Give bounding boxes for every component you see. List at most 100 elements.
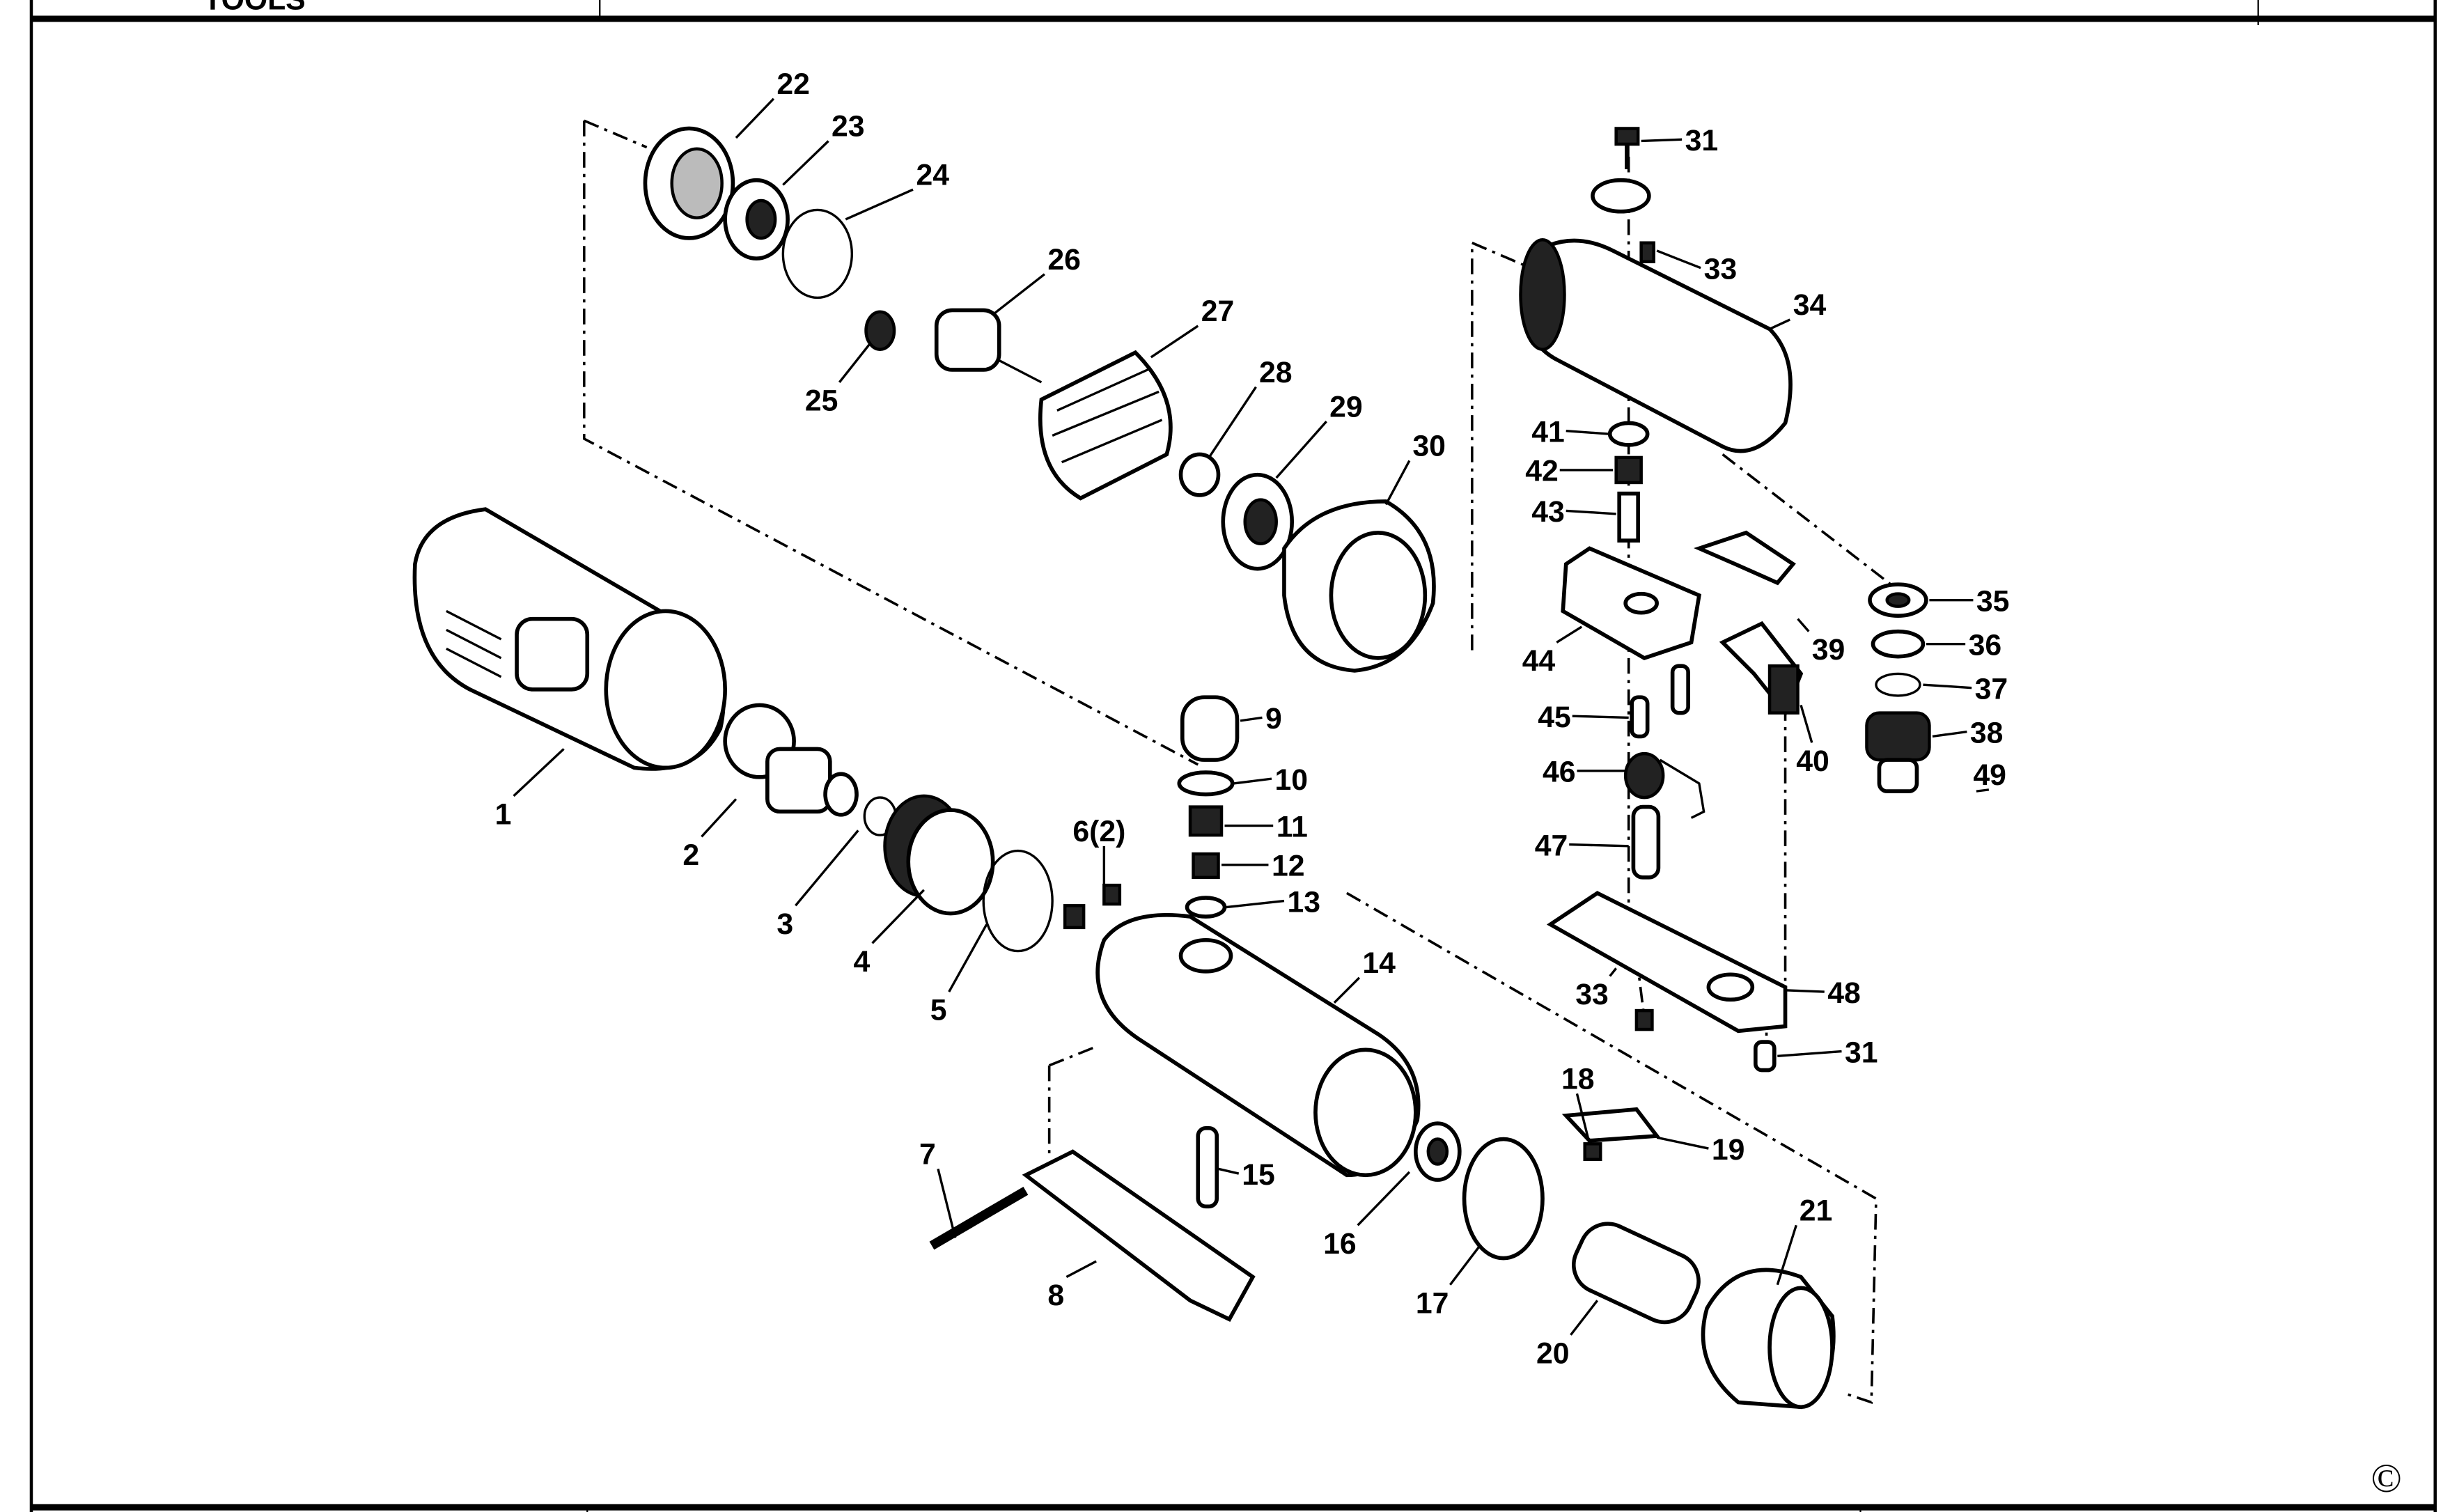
leader-line: [1150, 325, 1199, 359]
leader-line: [937, 1168, 957, 1238]
part-label-29: 29: [1329, 390, 1363, 423]
logo: TOOLS: [203, 0, 305, 17]
part-label-34: 34: [1793, 288, 1827, 322]
leader-line: [513, 748, 565, 797]
leader-line: [1357, 1171, 1411, 1226]
part-label-8: 8: [1047, 1279, 1064, 1312]
part-label-15: 15: [1242, 1158, 1275, 1192]
part-label-3: 3: [776, 907, 793, 941]
part-label-39: 39: [1812, 633, 1845, 667]
leader-line: [871, 889, 925, 944]
part-label-27: 27: [1201, 295, 1235, 328]
part-label-22: 22: [776, 68, 810, 101]
part-label-7: 7: [919, 1138, 936, 1171]
part-label-31: 31: [1685, 124, 1719, 157]
part-label-19: 19: [1712, 1133, 1745, 1167]
part-label-33: 33: [1575, 978, 1609, 1011]
part-label-14: 14: [1362, 946, 1396, 980]
part-label-47: 47: [1535, 829, 1568, 862]
part-label-46: 46: [1543, 756, 1576, 789]
leader-lines: [513, 98, 1990, 1336]
leader-line: [1449, 1245, 1481, 1286]
leader-line: [1556, 625, 1583, 644]
leader-line: [1226, 899, 1285, 909]
assembly-outlines: [582, 119, 1896, 1404]
part-label-12: 12: [1272, 850, 1305, 883]
part-label-1: 1: [495, 797, 512, 831]
part-label-11: 11: [1277, 810, 1308, 843]
leader-line: [735, 98, 775, 139]
leader-line: [1572, 715, 1629, 719]
part-label-28: 28: [1259, 356, 1293, 389]
leader-line: [1797, 618, 1810, 632]
leader-line: [1208, 386, 1257, 458]
leader-line: [1776, 1224, 1797, 1286]
leader-line: [1641, 138, 1683, 143]
part-label-38: 38: [1970, 716, 2004, 749]
part-label-35: 35: [1976, 584, 2010, 618]
leader-line: [1923, 683, 1972, 689]
part-label-31: 31: [1845, 1036, 1878, 1069]
part-label-49: 49: [1973, 758, 2006, 792]
leader-line: [795, 829, 859, 907]
leader-line: [1570, 1300, 1599, 1336]
leader-line: [1609, 967, 1617, 977]
leader-line: [1777, 1050, 1842, 1058]
leader-line: [1800, 704, 1813, 743]
leader-line: [1333, 976, 1361, 1004]
part-label-45: 45: [1538, 701, 1571, 734]
leader-line: [1218, 1167, 1240, 1175]
part-label-13: 13: [1287, 885, 1320, 919]
page-frame: [29, 0, 2437, 1512]
copyright-mark: ©: [2371, 1456, 2402, 1501]
leader-line: [1066, 1260, 1097, 1279]
part-label-20: 20: [1536, 1336, 1570, 1370]
part-label-21: 21: [1800, 1194, 1833, 1228]
part-label-25: 25: [805, 384, 838, 417]
leader-line: [782, 140, 829, 186]
parts: [412, 126, 1931, 1410]
part-label-9: 9: [1265, 702, 1282, 735]
part-label-48: 48: [1827, 976, 1861, 1010]
leader-line: [1656, 249, 1701, 270]
leader-line: [948, 923, 988, 992]
leader-line: [1240, 716, 1263, 722]
part-label-16: 16: [1323, 1227, 1357, 1261]
part-label-36: 36: [1969, 628, 2002, 662]
leader-line: [1569, 843, 1629, 848]
leader-line: [1275, 421, 1327, 479]
leader-line: [993, 273, 1045, 315]
leader-line: [1656, 1136, 1709, 1150]
part-label-30: 30: [1412, 430, 1446, 463]
part-label-26: 26: [1047, 243, 1081, 276]
leader-line: [701, 798, 737, 838]
part-label-43: 43: [1531, 495, 1565, 529]
leader-line: [1575, 1093, 1591, 1144]
part-label-24: 24: [916, 158, 950, 192]
leader-line: [845, 188, 914, 221]
leader-line: [1976, 788, 1990, 793]
leader-line: [1233, 777, 1272, 785]
part-label-40: 40: [1796, 745, 1829, 778]
part-label-10: 10: [1274, 763, 1308, 797]
part-label-17: 17: [1416, 1286, 1449, 1320]
part-label-6-2: 6(2): [1072, 815, 1125, 848]
part-label-18: 18: [1561, 1063, 1595, 1096]
part-label-42: 42: [1525, 455, 1559, 488]
leader-line: [838, 343, 871, 383]
part-label-4: 4: [854, 945, 871, 979]
leader-line: [1785, 989, 1825, 993]
leader-line: [1932, 730, 1967, 738]
part-label-2: 2: [682, 839, 699, 872]
leader-line: [1769, 318, 1790, 330]
leader-line: [1384, 460, 1411, 506]
part-label-41: 41: [1531, 415, 1565, 449]
part-label-44: 44: [1522, 644, 1556, 678]
part-label-5: 5: [930, 994, 947, 1027]
part-labels: 2223242627252829303133344142433536394437…: [495, 68, 2010, 1370]
part-label-37: 37: [1975, 672, 2008, 706]
leader-line: [1566, 429, 1610, 435]
part-label-33: 33: [1704, 252, 1738, 286]
leader-line: [1566, 509, 1616, 515]
